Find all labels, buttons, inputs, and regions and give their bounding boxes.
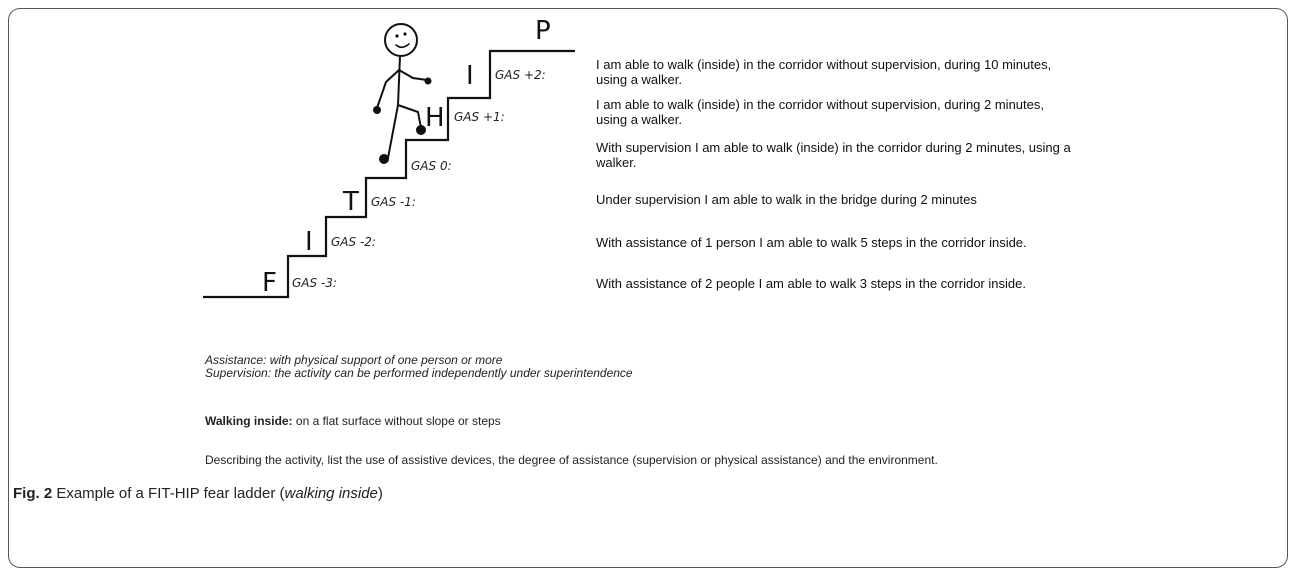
gas-label-plus-1: GAS +1: — [454, 110, 505, 124]
description-gas-plus-1: I am able to walk (inside) in the corrid… — [596, 97, 1044, 127]
stick-figure-icon — [373, 23, 432, 164]
description-gas-minus-2: With assistance of 1 person I am able to… — [596, 235, 1027, 250]
description-gas-minus-3: With assistance of 2 people I am able to… — [596, 276, 1026, 291]
description-gas-plus-2: I am able to walk (inside) in the corrid… — [596, 57, 1052, 87]
caption-italic: walking inside — [284, 485, 378, 502]
description-gas-minus-1: Under supervision I am able to walk in t… — [596, 192, 977, 207]
definition-walking-inside: Walking inside: on a flat surface withou… — [205, 414, 501, 428]
gas-label-minus-1: GAS -1: — [371, 195, 416, 209]
step-letter-p: P — [535, 16, 551, 46]
gas-label-plus-2: GAS +2: — [495, 68, 546, 82]
step-letter-f: F — [262, 268, 277, 298]
gas-label-minus-3: GAS -3: — [292, 276, 337, 290]
description-gas-0: With supervision I am able to walk (insi… — [596, 140, 1071, 170]
step-letter-i-upper: I — [466, 61, 474, 91]
step-letter-t: T — [342, 187, 359, 217]
gas-label-0: GAS 0: — [411, 159, 452, 173]
caption-text: Example of a FIT-HIP fear ladder ( — [52, 485, 285, 502]
staircase — [203, 49, 575, 299]
gas-label-minus-2: GAS -2: — [331, 235, 376, 249]
definition-assistance: Assistance: with physical support of one… — [205, 353, 503, 367]
step-letter-h: H — [425, 103, 445, 133]
definition-supervision: Supervision: the activity can be perform… — [205, 366, 633, 380]
walking-inside-term: Walking inside: — [205, 414, 293, 428]
walking-inside-text: on a flat surface without slope or steps — [292, 414, 501, 428]
instruction-text: Describing the activity, list the use of… — [205, 453, 938, 467]
step-letter-i-lower: I — [305, 227, 313, 257]
caption-label: Fig. 2 — [13, 485, 53, 502]
caption-end: ) — [377, 485, 383, 502]
fear-ladder-diagram: F I T H I P GAS -3: GAS -2: GAS -1: GAS … — [203, 16, 575, 299]
figure-caption: Fig. 2 Example of a FIT-HIP fear ladder … — [13, 485, 383, 502]
